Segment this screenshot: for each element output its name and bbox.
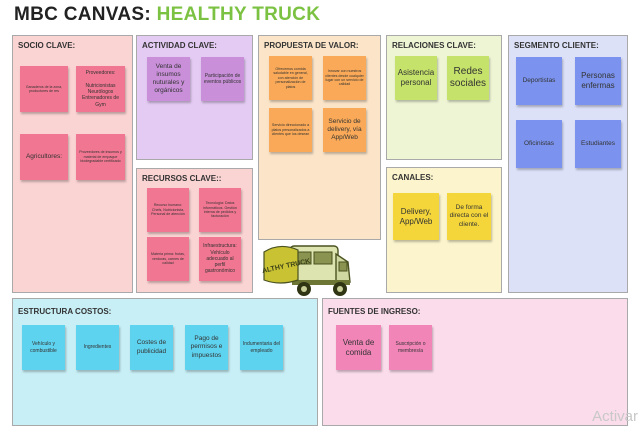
note-text: Pago de permisos e impuestos — [190, 335, 223, 359]
note-text: De forma directa con el cliente. — [449, 204, 489, 228]
block-title: ACTIVIDAD CLAVE: — [142, 41, 217, 50]
note-text: Venta de comida — [342, 337, 375, 357]
block-title: PROPUESTA DE VALOR: — [264, 41, 359, 50]
sticky-note[interactable]: Venta de insumos nuturales y orgánicos — [147, 57, 190, 101]
note-text: Proveedores de insumos y material de emp… — [79, 150, 122, 164]
note-text: Indumentaria del empleado — [242, 341, 281, 354]
sticky-note[interactable]: Indumentaria del empleado — [240, 325, 283, 370]
sticky-note[interactable]: Pago de permisos e impuestos — [185, 325, 228, 370]
block-title: RELACIONES CLAVE: — [392, 41, 476, 50]
block-title: CANALES: — [392, 173, 434, 182]
note-text: Oficinistas — [524, 139, 554, 147]
title-prefix: MBC CANVAS: — [14, 4, 157, 25]
sticky-note[interactable]: Agricultores: — [20, 134, 68, 180]
block-relaciones-clave: RELACIONES CLAVE: Asistencia personal Re… — [386, 35, 502, 160]
sticky-note[interactable]: Ingredientes — [76, 325, 119, 370]
note-text: Tecnología: Datos informáticos. Gestión … — [203, 201, 237, 219]
activation-watermark: Activar — [592, 408, 638, 425]
block-segmento-cliente: SEGMENTO CLIENTE: Deportistas Personas e… — [508, 35, 628, 293]
sticky-note[interactable]: Costes de publicidad — [130, 325, 173, 370]
note-text: Participación de eventos públicos — [203, 72, 242, 85]
note-text: Vehículo y combustible — [30, 341, 57, 354]
truck-icon: HEALTHY TRUCK — [252, 245, 351, 296]
sticky-note[interactable]: Ganaderos de la zona, productores de res — [20, 66, 68, 112]
sticky-note[interactable]: Materia prima: frutas, verduras, carnes … — [147, 237, 189, 281]
block-actividad-clave: ACTIVIDAD CLAVE: Venta de insumos nutura… — [136, 35, 253, 160]
block-title: FUENTES DE INGRESO: — [328, 307, 421, 316]
note-text: Servicio de delivery, vía App/Web — [327, 117, 362, 142]
sticky-note[interactable]: Ofrecemos comida saludable en general, c… — [269, 56, 312, 100]
block-estructura-costos: ESTRUCTURA COSTOS: Vehículo y combustibl… — [12, 298, 318, 426]
block-fuentes-ingreso: FUENTES DE INGRESO: Venta de comida Susc… — [322, 298, 628, 426]
block-title: RECURSOS CLAVE:: — [142, 174, 222, 183]
sticky-note[interactable]: Infraestructura: Vehículo adecuado al pe… — [199, 237, 241, 281]
note-text: Estudiantes — [581, 139, 615, 147]
sticky-note[interactable]: Participación de eventos públicos — [201, 57, 244, 101]
note-text: Personas enfermas — [581, 71, 615, 90]
note-text: Infraestructura: Vehículo adecuado al pe… — [203, 243, 237, 275]
note-text: Materia prima: frutas, verduras, carnes … — [151, 252, 185, 266]
note-text: Proveedores: Nutricionistas Neurólogos E… — [82, 70, 119, 108]
sticky-note[interactable]: Asistencia personal — [395, 56, 437, 100]
sticky-note[interactable]: Oficinistas — [516, 120, 562, 168]
block-title: SEGMENTO CLIENTE: — [514, 41, 599, 50]
sticky-note[interactable]: Innovar con nuestros clientes desde cual… — [323, 56, 366, 100]
note-text: Ofrecemos comida saludable en general, c… — [273, 66, 308, 89]
block-socio-clave: SOCIO CLAVE: Ganaderos de la zona, produ… — [12, 35, 133, 293]
note-text: Deportistas — [522, 76, 556, 84]
note-text: Asistencia personal — [397, 68, 435, 87]
note-text: Costes de publicidad — [136, 339, 167, 355]
note-text: Innovar con nuestros clientes desde cual… — [325, 69, 364, 87]
note-text: Venta de insumos nuturales y orgánicos — [152, 62, 185, 95]
sticky-note[interactable]: Redes sociales — [447, 56, 489, 100]
sticky-note[interactable]: Servicio de delivery, vía App/Web — [323, 108, 366, 152]
note-text: Servicio direccionado a platos personali… — [271, 123, 310, 137]
page-title: MBC CANVAS: HEALTHY TRUCK — [14, 4, 320, 26]
note-text: Agricultores: — [25, 152, 63, 160]
sticky-note[interactable]: Estudiantes — [575, 120, 621, 168]
block-canales: CANALES: Delivery, App/Web De forma dire… — [386, 167, 502, 293]
sticky-note[interactable]: Deportistas — [516, 57, 562, 105]
block-title: SOCIO CLAVE: — [18, 41, 76, 50]
sticky-note[interactable]: Proveedores: Nutricionistas Neurólogos E… — [76, 66, 125, 112]
note-text: Recurso humano: Chefs, Nutricionista, Pe… — [151, 203, 185, 217]
title-accent: HEALTHY TRUCK — [156, 4, 321, 25]
note-text: Delivery, App/Web — [399, 206, 433, 226]
sticky-note[interactable]: Proveedores de insumos y material de emp… — [76, 134, 125, 180]
sticky-note[interactable]: Delivery, App/Web — [393, 193, 439, 240]
sticky-note[interactable]: Recurso humano: Chefs, Nutricionista, Pe… — [147, 188, 189, 232]
sticky-note[interactable]: Tecnología: Datos informáticos. Gestión … — [199, 188, 241, 232]
sticky-note[interactable]: Personas enfermas — [575, 57, 621, 105]
note-text: Suscripción o membresía — [395, 341, 426, 354]
sticky-note[interactable]: Venta de comida — [336, 325, 381, 370]
note-text: Ganaderos de la zona, productores de res — [25, 84, 63, 93]
sticky-note[interactable]: Vehículo y combustible — [22, 325, 65, 370]
block-recursos-clave: RECURSOS CLAVE:: Recurso humano: Chefs, … — [136, 168, 253, 293]
truck-logo: HEALTHY TRUCK — [252, 240, 354, 304]
sticky-note[interactable]: Suscripción o membresía — [389, 325, 432, 370]
sticky-note[interactable]: De forma directa con el cliente. — [447, 193, 491, 240]
block-propuesta-valor: PROPUESTA DE VALOR: Ofrecemos comida sal… — [258, 35, 381, 240]
block-title: ESTRUCTURA COSTOS: — [18, 307, 112, 316]
sticky-note[interactable]: Servicio direccionado a platos personali… — [269, 108, 312, 152]
note-text: Ingredientes — [83, 344, 112, 351]
note-text: Redes sociales — [449, 65, 487, 90]
